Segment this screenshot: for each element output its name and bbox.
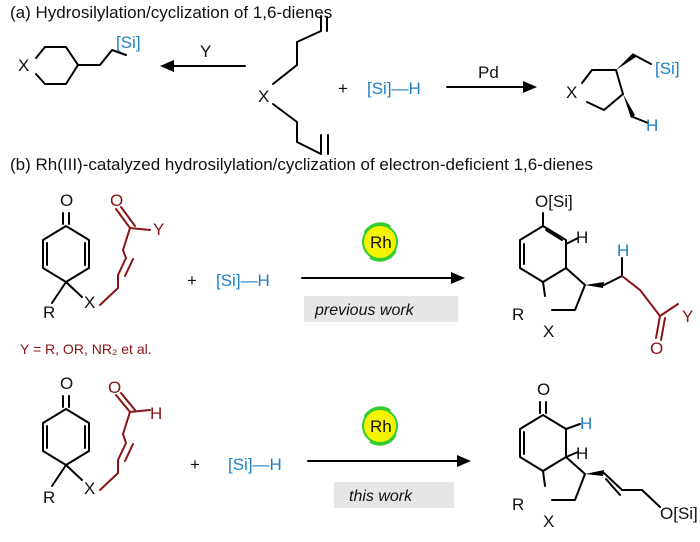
atom-r: R xyxy=(43,303,55,322)
atom-x: X xyxy=(543,322,554,341)
atom-si: [Si] xyxy=(655,59,680,78)
product-b1: O[Si] H H Y O R X xyxy=(512,192,693,358)
catalyst-label: Rh xyxy=(370,417,392,436)
atom-h-new: H xyxy=(617,241,629,260)
atom-o-carbonyl: O xyxy=(108,378,121,397)
catalyst-cycle-icon: Rh xyxy=(362,406,398,446)
arrow-label-y: Y xyxy=(200,42,211,61)
arrow-b-this xyxy=(307,455,471,467)
atom-si: [Si] xyxy=(116,33,141,52)
atom-x: X xyxy=(258,87,269,106)
plus-sign: + xyxy=(338,79,348,98)
atom-h-new: H xyxy=(580,414,592,433)
atom-o-carbonyl: O xyxy=(110,191,123,210)
section-b-title: (b) Rh(III)-catalyzed hydrosilylation/cy… xyxy=(10,155,593,174)
diene-a: X xyxy=(258,15,329,155)
atom-r: R xyxy=(512,495,524,514)
atom-h: H xyxy=(646,116,658,135)
atom-o: O xyxy=(60,374,73,393)
atom-o: O xyxy=(60,191,73,210)
product-a-cyclohexylmethylsilane: X [Si] xyxy=(18,33,141,85)
atom-h: H xyxy=(576,228,588,247)
atom-osi: O[Si] xyxy=(660,504,698,523)
previous-work-label: previous work xyxy=(314,302,415,319)
atom-x: X xyxy=(566,83,577,102)
reagent-si-h: [Si]—H xyxy=(228,455,282,474)
substrate-b1: O R X O Y xyxy=(42,191,164,322)
previous-work-box xyxy=(304,296,458,322)
atom-y: Y xyxy=(153,220,164,239)
atom-h-aldehyde: H xyxy=(150,404,162,423)
atom-o-carbonyl: O xyxy=(650,339,663,358)
atom-x: X xyxy=(543,512,554,531)
this-work-box xyxy=(334,482,454,508)
plus-sign: + xyxy=(187,271,197,290)
product-b2: O H H R X O[Si] xyxy=(512,380,698,531)
atom-y: Y xyxy=(682,307,693,326)
section-a-title: (a) Hydrosilylation/cyclization of 1,6-d… xyxy=(10,3,332,22)
atom-osi: O[Si] xyxy=(535,192,573,211)
arrow-a-left: Y xyxy=(160,42,246,72)
arrow-label-pd: Pd xyxy=(478,63,499,82)
y-definition: Y = R, OR, NR₂ et al. xyxy=(20,341,152,357)
substrate-b2: O R X O H xyxy=(42,374,162,507)
atom-x: X xyxy=(84,479,95,498)
atom-h: H xyxy=(576,444,588,463)
plus-sign: + xyxy=(190,455,200,474)
atom-r: R xyxy=(43,488,55,507)
arrow-b-previous xyxy=(301,272,465,284)
reagent-si-h: [Si]—H xyxy=(367,79,421,98)
catalyst-cycle-icon: Rh xyxy=(362,222,398,262)
this-work-label: this work xyxy=(349,488,413,505)
atom-o: O xyxy=(537,380,550,399)
atom-r: R xyxy=(512,305,524,324)
catalyst-label: Rh xyxy=(370,233,392,252)
atom-x: X xyxy=(18,56,29,75)
reagent-si-h: [Si]—H xyxy=(216,271,270,290)
atom-x: X xyxy=(84,293,95,312)
product-a-cyclopentane: X [Si] H xyxy=(566,53,680,135)
arrow-a-right: Pd xyxy=(446,63,537,93)
